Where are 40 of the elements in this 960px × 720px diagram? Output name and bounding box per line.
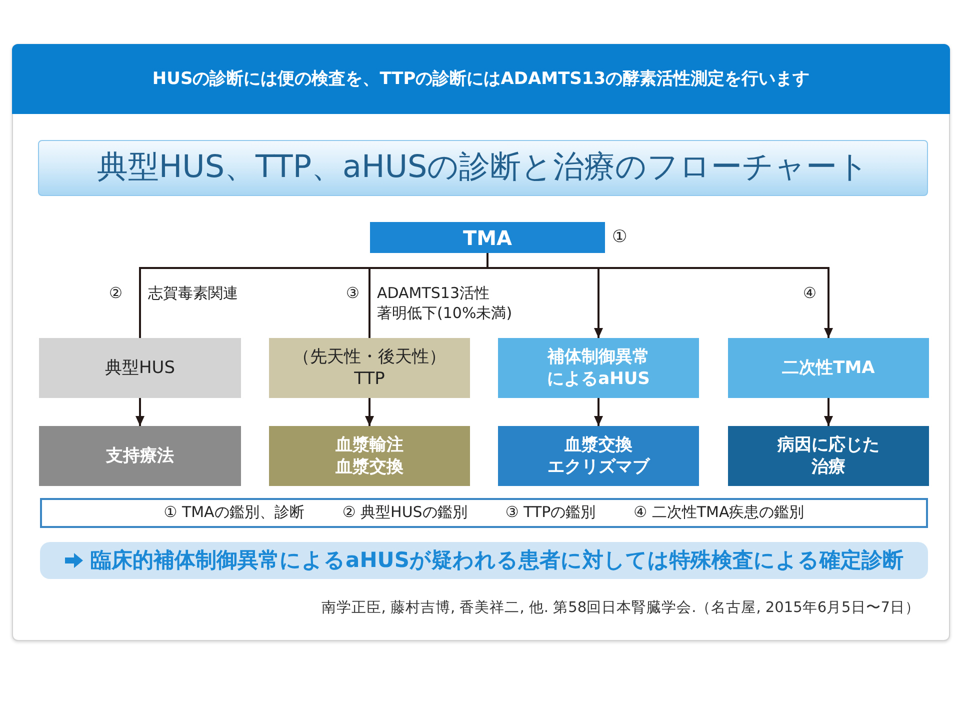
box-label: 病因に応じた治療 xyxy=(778,434,880,478)
callout-number: ① xyxy=(612,227,628,247)
box-label: 血漿輸注血漿交換 xyxy=(336,434,404,478)
note-box xyxy=(40,542,928,579)
edge-label: ADAMTS13活性著明低下(10%未満) xyxy=(377,283,512,323)
diagnosis-box xyxy=(728,338,929,398)
box-label: 二次性TMA xyxy=(782,356,875,380)
edge-label: 志賀毒素関連 xyxy=(148,283,238,303)
box-label: TMA xyxy=(462,224,512,250)
key-box xyxy=(40,498,928,528)
arrow xyxy=(824,398,833,426)
key-item: ③ TTPの鑑別 xyxy=(505,503,596,523)
box-label: 支持療法 xyxy=(106,444,174,468)
treatment-box xyxy=(498,426,699,486)
root-box xyxy=(370,222,605,253)
box-label: 補体制御異常によるaHUS xyxy=(547,346,650,390)
treatment-box xyxy=(269,426,470,486)
treatment-box xyxy=(728,426,929,486)
callout-number: ② xyxy=(109,283,122,303)
arrow xyxy=(136,398,144,426)
box-label: 典型HUS xyxy=(104,356,176,380)
arrow xyxy=(365,398,374,426)
key-item: ① TMAの鑑別、診断 xyxy=(164,503,304,523)
title-text: 典型HUS、TTP、aHUSの診断と治療のフローチャート xyxy=(96,149,870,187)
box-label: 血漿交換エクリズマブ xyxy=(548,434,650,478)
arrow xyxy=(486,253,833,338)
key-item: ④ 二次性TMA疾患の鑑別 xyxy=(634,503,804,523)
citation-text: 南学正臣, 藤村吉博, 香美祥二, 他. 第58回日本腎臓学会.（名古屋, 2015年6月5日〜7日） xyxy=(321,600,920,616)
callout-number: ④ xyxy=(803,283,816,303)
callout-number: ③ xyxy=(346,283,360,303)
diagnosis-box xyxy=(498,338,699,398)
key-item: ② 典型HUSの鑑別 xyxy=(342,503,468,523)
header-band xyxy=(12,44,950,114)
diagnosis-box xyxy=(39,338,241,398)
header-text: HUSの診断には便の検査を、TTPの診断にはADAMTS13の酵素活性測定を行います xyxy=(152,68,810,90)
treatment-box xyxy=(39,426,241,486)
diagnosis-box xyxy=(269,338,470,398)
note-text: 臨床的補体制御異常によるaHUSが疑われる患者に対しては特殊検査による確定診断 xyxy=(90,546,904,574)
arrow xyxy=(594,398,603,426)
box-label: （先天性・後天性）TTP xyxy=(293,346,446,390)
